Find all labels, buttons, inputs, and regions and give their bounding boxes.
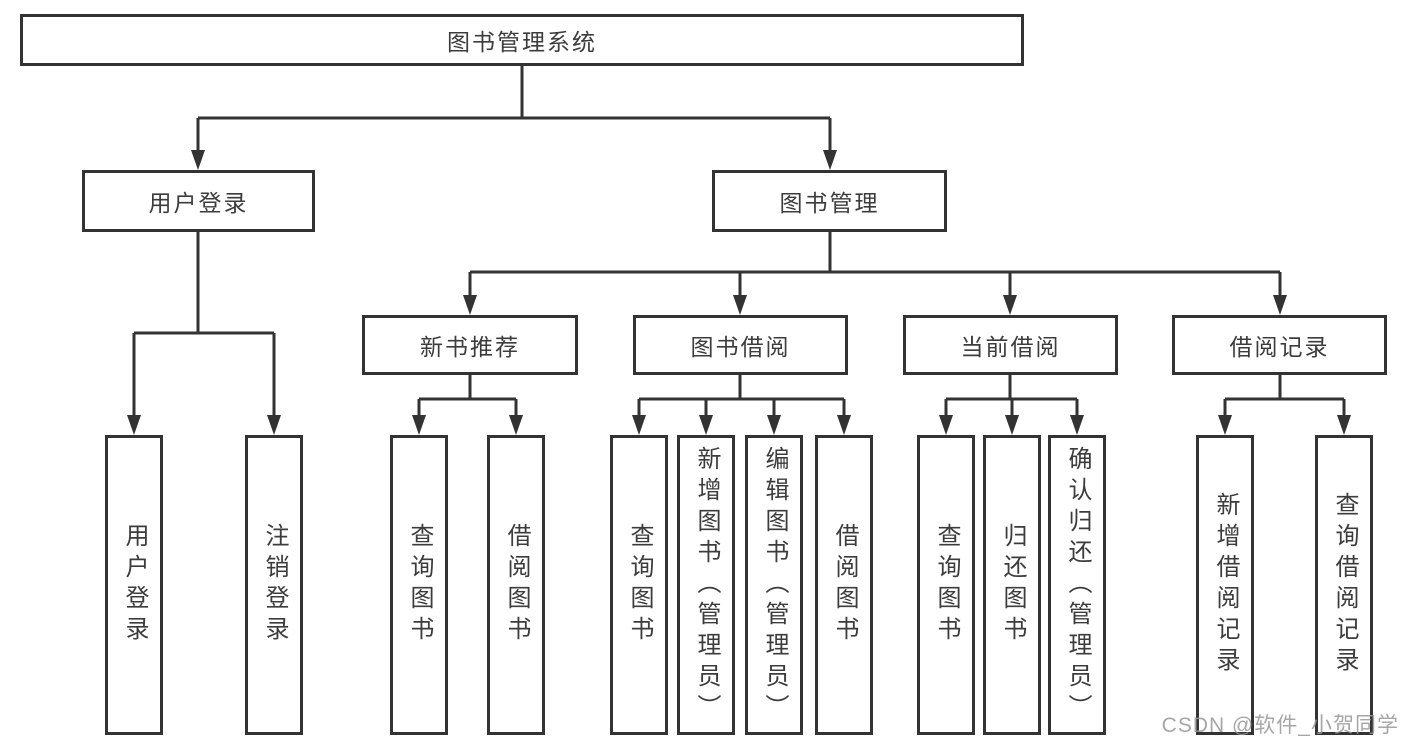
- node-book-borrow: 图书借阅: [633, 315, 848, 375]
- leaf-label: 查询图书: [626, 523, 653, 647]
- leaf-confirm-return-admin: 确认归还（管理员）: [1048, 435, 1106, 735]
- leaf-add-books-admin: 新增图书（管理员）: [677, 435, 735, 735]
- leaf-query-books-borrow: 查询图书: [610, 435, 668, 735]
- node-new-book-recommend: 新书推荐: [362, 315, 578, 375]
- leaf-label: 归还图书: [999, 523, 1026, 647]
- leaf-label: 新增借阅记录: [1212, 492, 1239, 678]
- leaf-label: 确认归还（管理员）: [1064, 445, 1091, 725]
- leaf-label: 查询借阅记录: [1331, 492, 1358, 678]
- leaf-edit-books-admin: 编辑图书（管理员）: [745, 435, 803, 735]
- leaf-label: 用户登录: [121, 523, 148, 647]
- csdn-watermark: CSDN @软件_小贺同学: [1161, 714, 1399, 737]
- leaf-label: 新增图书（管理员）: [693, 445, 720, 725]
- leaf-label: 查询图书: [406, 523, 433, 647]
- leaf-query-books-recommend: 查询图书: [390, 435, 448, 735]
- leaf-label: 借阅图书: [831, 523, 858, 647]
- leaf-label: 借阅图书: [503, 523, 530, 647]
- leaf-borrow-books: 借阅图书: [815, 435, 873, 735]
- node-borrow-records: 借阅记录: [1172, 315, 1387, 375]
- leaf-return-books: 归还图书: [983, 435, 1041, 735]
- leaf-query-books-current: 查询图书: [917, 435, 975, 735]
- leaf-label: 查询图书: [933, 523, 960, 647]
- leaf-label: 编辑图书（管理员）: [761, 445, 788, 725]
- leaf-borrow-books-recommend: 借阅图书: [487, 435, 545, 735]
- leaf-label: 注销登录: [261, 523, 288, 647]
- leaf-query-borrow-record: 查询借阅记录: [1315, 435, 1373, 735]
- node-current-borrow: 当前借阅: [903, 315, 1118, 375]
- leaf-add-borrow-record: 新增借阅记录: [1196, 435, 1254, 735]
- leaf-logout: 注销登录: [245, 435, 303, 735]
- leaf-user-login: 用户登录: [105, 435, 163, 735]
- root-node-library-system: 图书管理系统: [20, 14, 1024, 66]
- node-user-login: 用户登录: [82, 170, 315, 232]
- node-book-management: 图书管理: [712, 170, 947, 232]
